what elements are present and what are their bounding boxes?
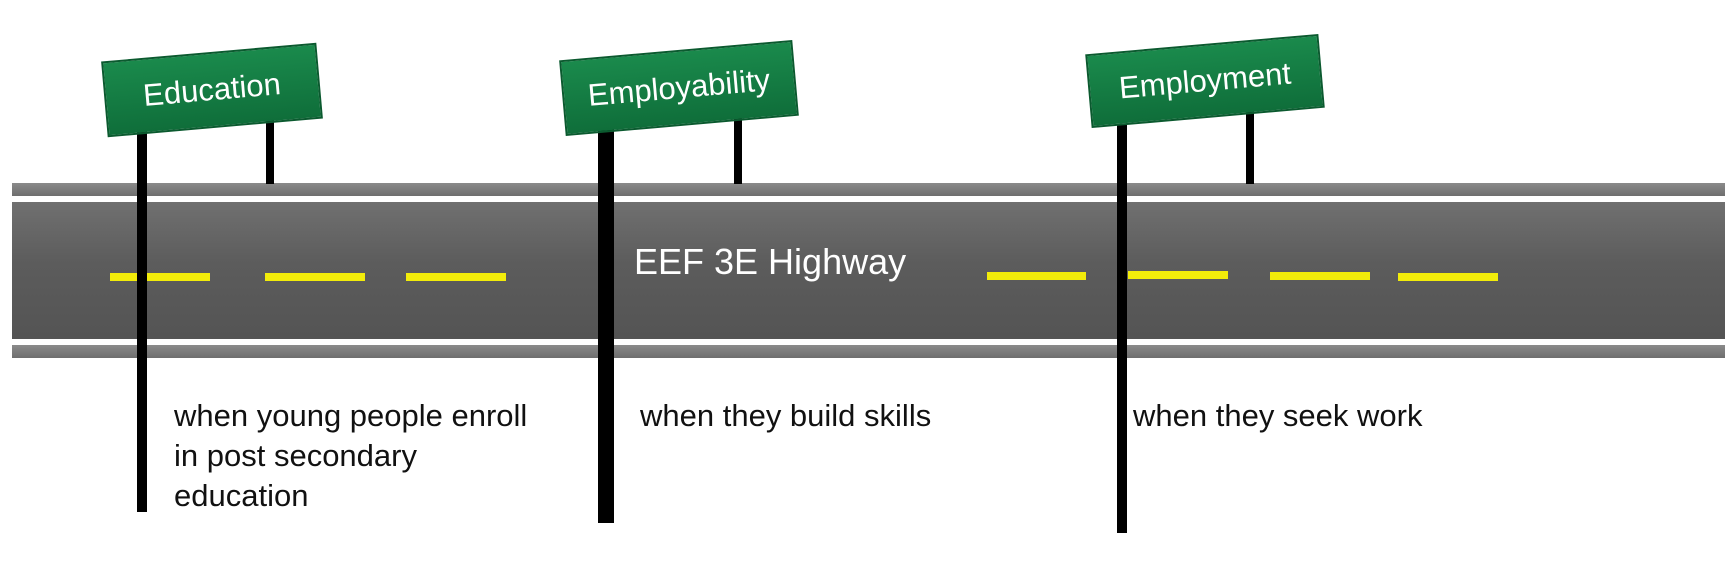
road-edge-line-top: [12, 196, 1725, 202]
sign-front-pole: [1117, 124, 1127, 533]
caption-line: when they seek work: [1133, 398, 1423, 433]
caption-line: when they build skills: [640, 398, 932, 433]
sign-employment: Employment: [1085, 33, 1325, 129]
road-label: EEF 3E Highway: [634, 241, 907, 282]
sign-front-pole: [137, 130, 147, 512]
sign-back-pole: [734, 88, 742, 184]
caption-line: in post secondary: [174, 438, 417, 473]
sign-label: Education: [141, 66, 283, 113]
lane-dash: [265, 273, 365, 281]
lane-dash: [110, 273, 210, 281]
lane-dash: [987, 272, 1086, 280]
sign-back-pole: [266, 100, 274, 184]
road-shoulder-top: [12, 183, 1725, 196]
road-edge-line-bottom: [12, 339, 1725, 345]
sign-label: Employability: [586, 62, 772, 113]
lane-dash: [406, 273, 506, 281]
sign-education: Education: [101, 42, 323, 138]
caption-employment: when they seek work: [1133, 396, 1422, 436]
highway-road: [12, 202, 1725, 339]
road-shoulder-bottom: [12, 345, 1725, 358]
caption-employability: when they build skills: [640, 396, 931, 436]
sign-employability: Employability: [559, 39, 799, 137]
lane-dash: [1398, 273, 1498, 281]
lane-dash: [1128, 271, 1228, 279]
sign-back-pole: [1246, 85, 1254, 184]
sign-label: Employment: [1117, 55, 1293, 106]
lane-dash: [1270, 272, 1370, 280]
caption-education: when young people enroll in post seconda…: [174, 396, 527, 516]
caption-line: education: [174, 478, 309, 513]
sign-front-pole: [598, 128, 614, 523]
caption-line: when young people enroll: [174, 398, 528, 433]
